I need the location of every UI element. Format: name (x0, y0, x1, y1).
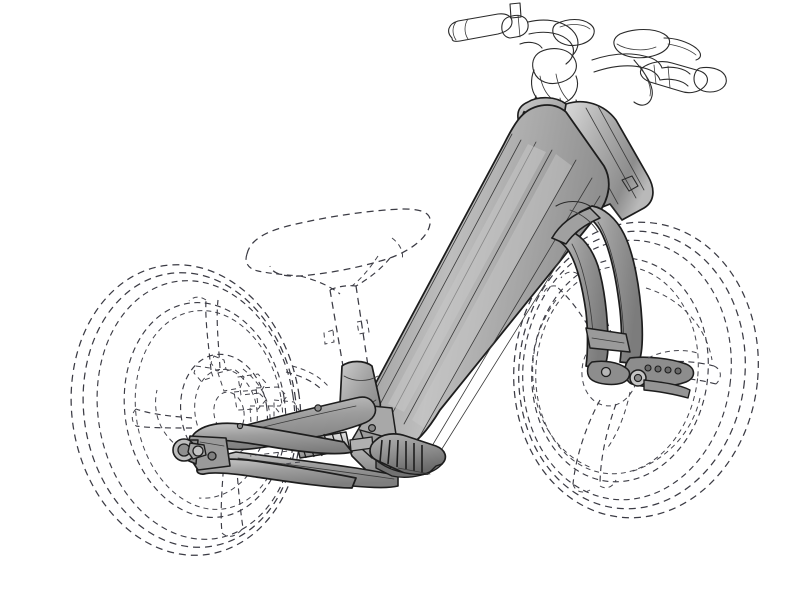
front-wheel-overlay (605, 350, 701, 451)
misc-details (236, 200, 599, 430)
frame-bolt (314, 404, 322, 412)
saddle (245, 208, 431, 295)
handlebar (448, 2, 727, 106)
rear-axle-nut (172, 438, 207, 462)
main-body (349, 96, 654, 475)
front-fork (551, 205, 695, 399)
stay-bolt (236, 422, 244, 430)
seat-post (323, 285, 370, 373)
front-wheel (513, 221, 759, 519)
footpeg (369, 433, 447, 478)
swingarm-pivot-bolt (207, 451, 217, 461)
